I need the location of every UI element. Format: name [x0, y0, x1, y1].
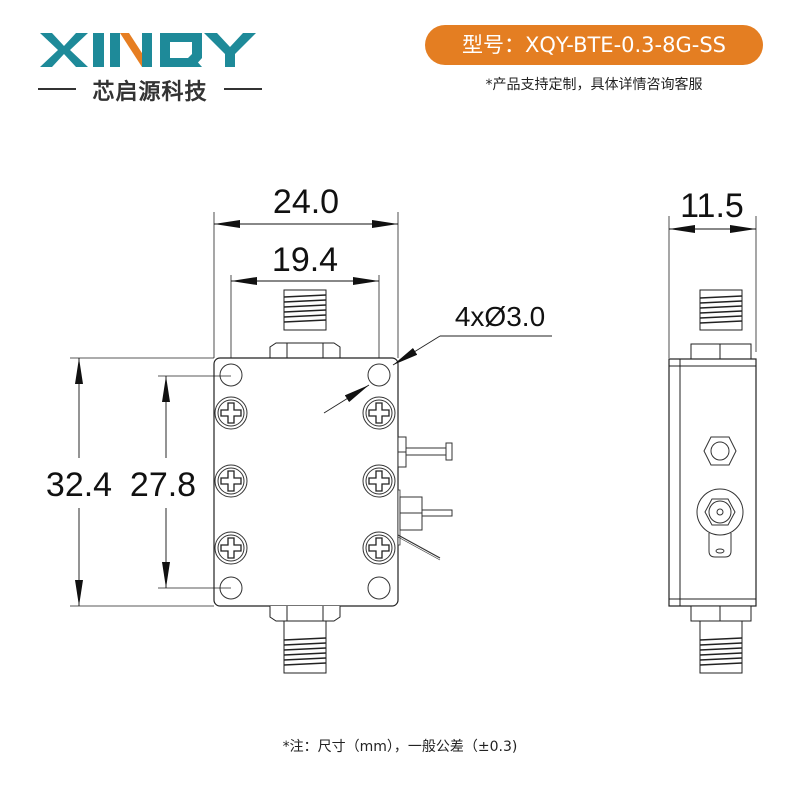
front-view: 24.0 19.4: [46, 183, 552, 674]
dim-hole-spacing-width: 19.4: [272, 241, 338, 279]
bias-pin: [397, 436, 453, 468]
side-body: [668, 358, 757, 607]
dim-overall-width: 24.0: [273, 183, 339, 221]
customization-note: *产品支持定制，具体详情咨询客服: [485, 77, 703, 93]
feedthrough-lug: [696, 488, 744, 558]
brand-logo: 芯启源科技: [38, 30, 262, 105]
feedthrough-pin: [397, 489, 453, 561]
mounting-hole: [219, 363, 243, 387]
mounting-hole: [367, 576, 391, 600]
top-sma-connector: [269, 289, 341, 358]
bottom-sma-connector: [269, 606, 341, 674]
dim-overall-height: 32.4: [46, 466, 112, 504]
dim-hole-callout: 4xØ3.0: [455, 301, 545, 332]
dim-hole-spacing-height: 27.8: [130, 466, 196, 504]
logo-wordmark: [40, 33, 256, 67]
side-view: 11.5: [668, 187, 757, 674]
model-badge: 型号：XQY-BTE-0.3-8G-SS: [425, 25, 763, 65]
logo-divider-right: [224, 88, 262, 90]
logo-divider-left: [38, 88, 76, 90]
tolerance-note: *注：尺寸（mm），一般公差（±0.3): [282, 739, 518, 755]
logo-subtitle-text: 芯启源科技: [92, 80, 208, 105]
logo-subtitle: 芯启源科技: [38, 74, 262, 105]
dim-side-thickness: 11.5: [680, 187, 744, 225]
mounting-hole: [367, 363, 391, 387]
